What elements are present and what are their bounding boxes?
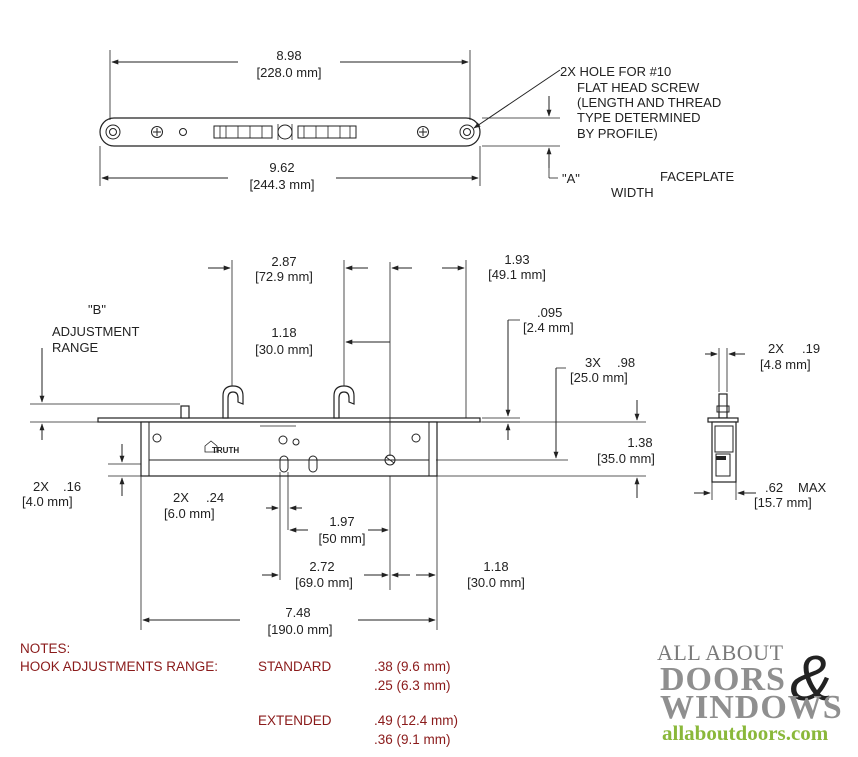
dim-2-72-mm: [69.0 mm] [295, 575, 353, 590]
standard-value-2: .25 (6.3 mm) [374, 678, 451, 693]
dim-16-qty: 2X [33, 479, 49, 494]
dim-19: .19 [802, 341, 820, 356]
faceplate-outline [99, 117, 481, 147]
brand-line1: ALL ABOUT [657, 640, 784, 665]
dim-98: .98 [617, 355, 635, 370]
left-hook [222, 385, 244, 419]
dim-24-qty: 2X [173, 490, 189, 505]
extended-value-2: .36 (9.1 mm) [374, 732, 451, 747]
lock-side-view: 2X .19 [4.8 mm] .62 MAX [15.7 mm] [694, 341, 827, 510]
dim-1-18-end: 1.18 [483, 559, 508, 574]
mount-slot-right [308, 455, 318, 473]
right-phillips-screw [417, 126, 429, 138]
dim-1-38-mm: [35.0 mm] [597, 451, 655, 466]
dim-1-97: 1.97 [329, 514, 354, 529]
hook-window-left [213, 125, 273, 139]
dim-1-18-end-mm: [30.0 mm] [467, 575, 525, 590]
dim-62: .62 [765, 480, 783, 495]
hook-range-label: HOOK ADJUSTMENTS RANGE: [20, 659, 218, 674]
hole-callout-line4: TYPE DETERMINED [577, 110, 701, 125]
notes-block: NOTES: HOOK ADJUSTMENTS RANGE: STANDARD … [20, 641, 458, 747]
hole-callout-line3: (LENGTH AND THREAD [577, 95, 721, 110]
dim-095: .095 [537, 305, 562, 320]
left-phillips-screw [151, 126, 163, 138]
dim-1-18-spacing-mm: [30.0 mm] [255, 342, 313, 357]
brand-doors: DOORS [660, 661, 786, 698]
dim-7-48-mm: [190.0 mm] [267, 622, 332, 637]
faceplate-edge [97, 417, 481, 423]
faceplate-width-line2: WIDTH [611, 185, 654, 200]
dim-62-max: MAX [798, 480, 827, 495]
dim-1-38: 1.38 [627, 435, 652, 450]
dim-8-98-mm: [228.0 mm] [256, 65, 321, 80]
dim-7-48: 7.48 [285, 605, 310, 620]
notes-heading: NOTES: [20, 641, 70, 656]
dim-2-87: 2.87 [271, 254, 296, 269]
lock-case [140, 421, 438, 477]
dim-62-mm: [15.7 mm] [754, 495, 812, 510]
hole-callout-line5: BY PROFILE) [577, 126, 658, 141]
dim-8-98: 8.98 [276, 48, 301, 63]
right-screw-hole [459, 124, 475, 140]
dim-095-mm: [2.4 mm] [523, 320, 574, 335]
dim-19-qty: 2X [768, 341, 784, 356]
dim-24-mm: [6.0 mm] [164, 506, 215, 521]
brand-windows: WINDOWS [660, 689, 843, 726]
label-a: "A" [562, 171, 580, 186]
adjustment-range-line2: RANGE [52, 340, 99, 355]
hole-callout-line2: FLAT HEAD SCREW [577, 80, 700, 95]
hook-window-right [297, 125, 357, 139]
body-hole-right [411, 433, 421, 443]
dim-16: .16 [63, 479, 81, 494]
dim-2-72: 2.72 [309, 559, 334, 574]
body-hole-left [152, 433, 162, 443]
small-hole [179, 128, 187, 136]
faceplate-top-view: 8.98 [228.0 mm] 9.62 [244.3 mm] 2X HOLE … [99, 48, 735, 200]
dim-1-97-mm: [50 mm] [319, 531, 366, 546]
dim-1-93: 1.93 [504, 252, 529, 267]
dim-16-mm: [4.0 mm] [22, 494, 73, 509]
dim-19-mm: [4.8 mm] [760, 357, 811, 372]
dim-9-62: 9.62 [269, 160, 294, 175]
brand-logo: ALL ABOUT DOORS & WINDOWS allaboutdoors.… [657, 640, 843, 745]
label-b: "B" [88, 302, 106, 317]
truth-logo-text: TRUTH [212, 446, 239, 455]
dim-1-93-mm: [49.1 mm] [488, 267, 546, 282]
truth-logo: TRUTH [204, 440, 239, 455]
dim-1-18-spacing: 1.18 [271, 325, 296, 340]
brand-ampersand: & [790, 642, 833, 714]
dim-24: .24 [206, 490, 224, 505]
lock-body-front-view: TRUTH 2.87 [72.9 mm] 1.18 [30.0 mm] 1.93… [22, 252, 655, 637]
right-hook [333, 385, 355, 419]
faceplate-width-line1: FACEPLATE [660, 169, 735, 184]
adjustment-range-line1: ADJUSTMENT [52, 324, 139, 339]
hole-callout-line1: 2X HOLE FOR #10 [560, 64, 671, 79]
left-screw-hole [105, 124, 121, 140]
dim-9-62-mm: [244.3 mm] [249, 177, 314, 192]
adjustment-post [180, 405, 190, 419]
mount-slot-left [279, 455, 289, 473]
standard-value-1: .38 (9.6 mm) [374, 659, 451, 674]
extended-label: EXTENDED [258, 713, 332, 728]
brand-url: allaboutdoors.com [662, 721, 829, 745]
dim-98-qty: 3X [585, 355, 601, 370]
dim-2-87-mm: [72.9 mm] [255, 269, 313, 284]
standard-label: STANDARD [258, 659, 332, 674]
dim-98-mm: [25.0 mm] [570, 370, 628, 385]
extended-value-1: .49 (12.4 mm) [374, 713, 458, 728]
